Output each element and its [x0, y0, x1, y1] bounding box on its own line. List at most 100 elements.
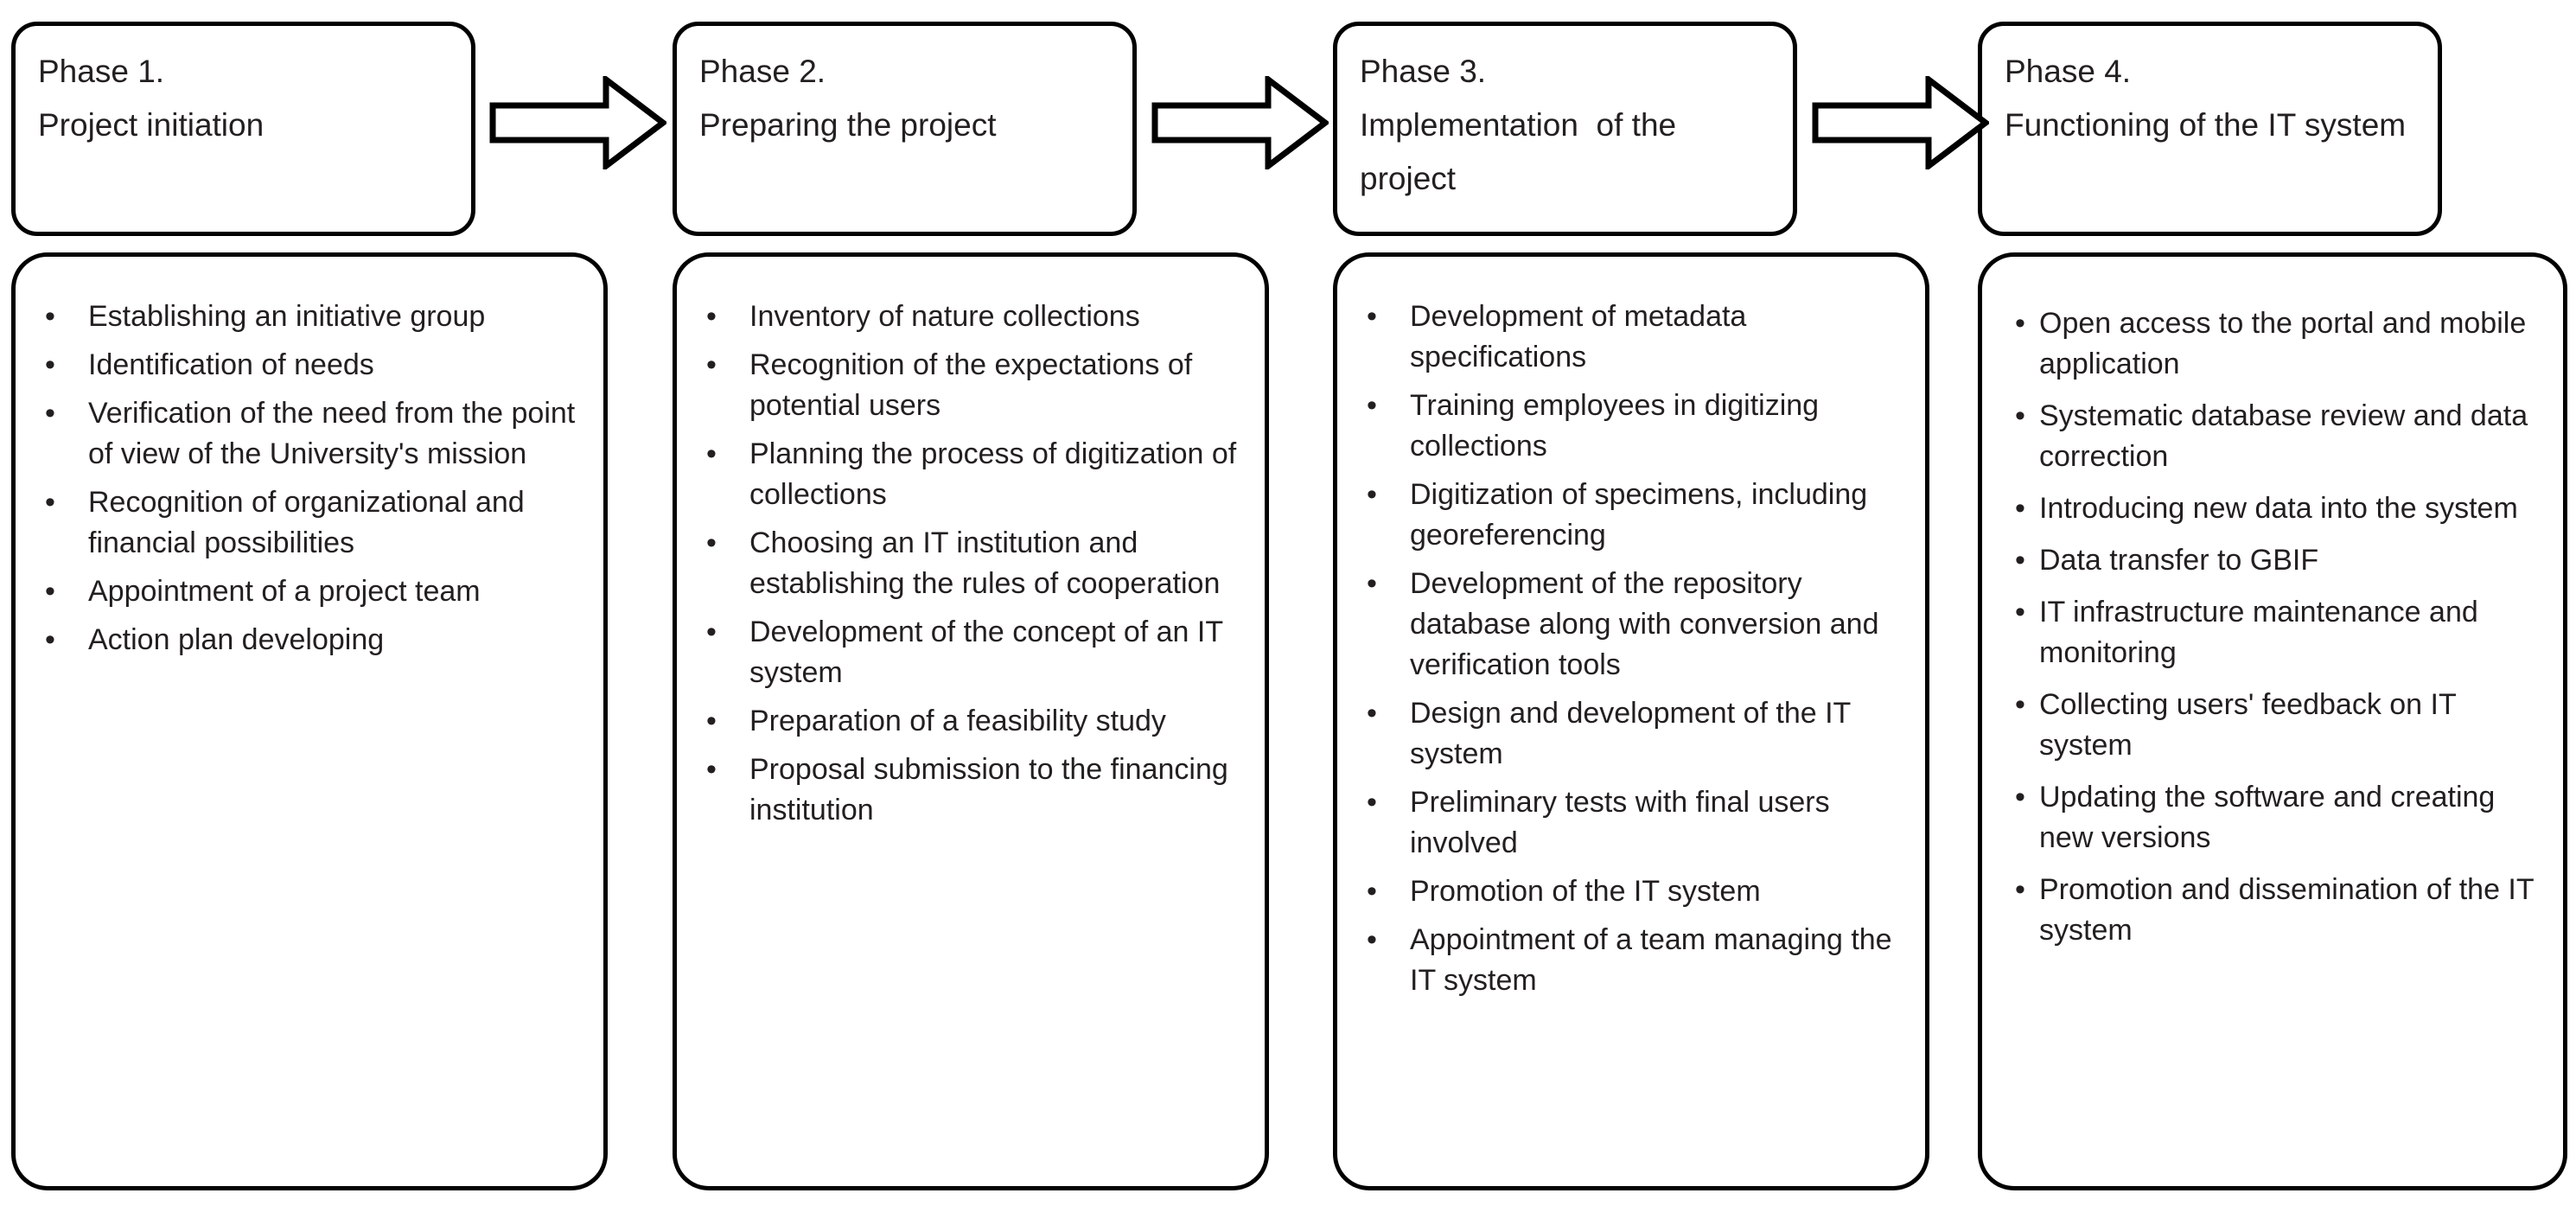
list-item-text: Recognition of the expectations of poten… — [749, 348, 1193, 422]
list-item-text: Recognition of organizational and financ… — [88, 486, 525, 559]
list-item: •Preparation of a feasibility study — [699, 701, 1242, 742]
bullet-marker-icon: • — [45, 575, 55, 608]
phase-body-card-2: •Inventory of nature collections • Recogn… — [673, 252, 1269, 1190]
bullet-marker-icon: • — [706, 437, 717, 470]
list-item-text: Appointment of a team managing the IT sy… — [1410, 923, 1892, 997]
list-item-text: Proposal submission to the financing ins… — [749, 753, 1228, 826]
phase-header-line1-3: Phase 3. — [1360, 54, 1487, 89]
list-item-text: Development of the concept of an IT syst… — [749, 616, 1223, 689]
list-item-text: Design and development of the IT system — [1410, 697, 1851, 770]
phase-header-card-3: Phase 3. Implementation of the project — [1333, 22, 1797, 236]
list-item: • Introducing new data into the system — [2013, 488, 2541, 529]
list-item-text: IT infrastructure maintenance and monito… — [2039, 596, 2478, 669]
list-item: • Collecting users' feedback on IT system — [2013, 685, 2541, 766]
bullet-marker-icon: • — [706, 526, 717, 559]
bullet-marker-icon: • — [2015, 492, 2025, 525]
list-item: • Development of the concept of an IT sys… — [699, 612, 1242, 693]
arrow-phase2-to-phase3 — [1151, 76, 1329, 169]
list-item: •Updating the software and creating new … — [2013, 777, 2541, 858]
list-item-text: Data transfer to GBIF — [2039, 544, 2319, 577]
list-item: • Recognition of organizational and finan… — [38, 482, 581, 564]
right-block-arrow-icon — [1151, 76, 1329, 169]
list-item-text: Development of the repository database a… — [1410, 567, 1879, 681]
list-item: • Promotion and dissemination of the IT s… — [2013, 870, 2541, 951]
bullet-marker-icon: • — [45, 397, 55, 430]
list-item: • Identification of needs — [38, 345, 581, 386]
bullet-marker-icon: • — [2015, 873, 2025, 906]
list-item-text: Training employees in digitizing collect… — [1410, 389, 1820, 463]
phase-header-card-2: Phase 2. Preparing the project — [673, 22, 1137, 236]
phase-header-line1-2: Phase 2. — [699, 54, 826, 89]
bullet-marker-icon: • — [1367, 923, 1377, 956]
list-item: • Development of metadata specifications — [1360, 297, 1903, 378]
list-item: •Digitization of specimens, including ge… — [1360, 475, 1903, 556]
bullet-marker-icon: • — [1367, 875, 1377, 908]
phase-bullet-list-2: •Inventory of nature collections • Recogn… — [699, 297, 1242, 831]
phase-bullet-list-3: •Development of metadata specifications … — [1360, 297, 1903, 1001]
bullet-marker-icon: • — [706, 348, 717, 381]
bullet-marker-icon: • — [1367, 567, 1377, 600]
list-item-text: Preliminary tests with final users invol… — [1410, 786, 1830, 859]
list-item: • Design and development of the IT system — [1360, 693, 1903, 775]
phase-body-card-4: •Open access to the portal and mobile ap… — [1978, 252, 2567, 1190]
bullet-marker-icon: • — [706, 300, 717, 333]
bullet-marker-icon: • — [2015, 399, 2025, 432]
phase-body-card-1: • Establishing an initiative group • Ident… — [11, 252, 608, 1190]
list-item: • Data transfer to GBIF — [2013, 540, 2541, 581]
list-item: •Appointment of a project team — [38, 571, 581, 612]
list-item: • Development of the repository database … — [1360, 564, 1903, 686]
list-item: • Action plan developing — [38, 620, 581, 660]
bullet-marker-icon: • — [2015, 688, 2025, 721]
list-item-text: Identification of needs — [88, 348, 374, 381]
bullet-marker-icon: • — [45, 486, 55, 519]
bullet-marker-icon: • — [2015, 596, 2025, 628]
list-item-text: Choosing an IT institution and establish… — [749, 526, 1221, 600]
bullet-marker-icon: • — [706, 753, 717, 786]
list-item: • IT infrastructure maintenance and monit… — [2013, 592, 2541, 673]
list-item-text: Promotion and dissemination of the IT sy… — [2039, 873, 2535, 947]
phase-header-card-1: Phase 1. Project initiation — [11, 22, 475, 236]
bullet-marker-icon: • — [1367, 478, 1377, 511]
list-item-text: Introducing new data into the system — [2039, 492, 2518, 525]
bullet-marker-icon: • — [2015, 307, 2025, 340]
bullet-marker-icon: • — [1367, 300, 1377, 333]
bullet-marker-icon: • — [706, 705, 717, 737]
phase-header-line2-3: Implementation of the project — [1360, 107, 1686, 196]
list-item: •Open access to the portal and mobile ap… — [2013, 303, 2541, 385]
bullet-marker-icon: • — [1367, 697, 1377, 730]
list-item-text: Systematic database review and data corr… — [2039, 399, 2528, 473]
phase-header-line2-2: Preparing the project — [699, 107, 997, 143]
list-item: • Planning the process of digitization of… — [699, 434, 1242, 515]
bullet-marker-icon: • — [2015, 544, 2025, 577]
bullet-marker-icon: • — [706, 616, 717, 648]
arrow-phase3-to-phase4 — [1812, 76, 1989, 169]
phase-header-line1-1: Phase 1. — [38, 54, 165, 89]
bullet-marker-icon: • — [45, 623, 55, 656]
list-item: • Recognition of the expectations of pote… — [699, 345, 1242, 426]
right-block-arrow-icon — [489, 76, 666, 169]
list-item: •Inventory of nature collections — [699, 297, 1242, 337]
bullet-marker-icon: • — [1367, 786, 1377, 819]
list-item-text: Development of metadata specifications — [1410, 300, 1747, 373]
list-item-text: Updating the software and creating new v… — [2039, 781, 2496, 854]
list-item: • Choosing an IT institution and establis… — [699, 523, 1242, 604]
list-item-text: Promotion of the IT system — [1410, 875, 1761, 908]
list-item: •Verification of the need from the point… — [38, 393, 581, 475]
list-item: • Systematic database review and data cor… — [2013, 396, 2541, 477]
phase-header-line1-4: Phase 4. — [2005, 54, 2132, 89]
list-item-text: Action plan developing — [88, 623, 385, 656]
phase-header-card-4: Phase 4. Functioning of the IT system — [1978, 22, 2442, 236]
phase-bullet-list-1: • Establishing an initiative group • Ident… — [38, 297, 581, 660]
list-item-text: Establishing an initiative group — [88, 300, 486, 333]
phase-header-line2-1: Project initiation — [38, 107, 265, 143]
list-item: • Training employees in digitizing collec… — [1360, 386, 1903, 467]
list-item-text: Planning the process of digitization of … — [749, 437, 1237, 511]
list-item-text: Collecting users' feedback on IT system — [2039, 688, 2457, 762]
list-item: • Promotion of the IT system — [1360, 871, 1903, 912]
arrow-phase1-to-phase2 — [489, 76, 666, 169]
phase-bullet-list-4: •Open access to the portal and mobile ap… — [2013, 303, 2541, 951]
bullet-marker-icon: • — [45, 348, 55, 381]
bullet-marker-icon: • — [1367, 389, 1377, 422]
phase-body-card-3: •Development of metadata specifications … — [1333, 252, 1929, 1190]
